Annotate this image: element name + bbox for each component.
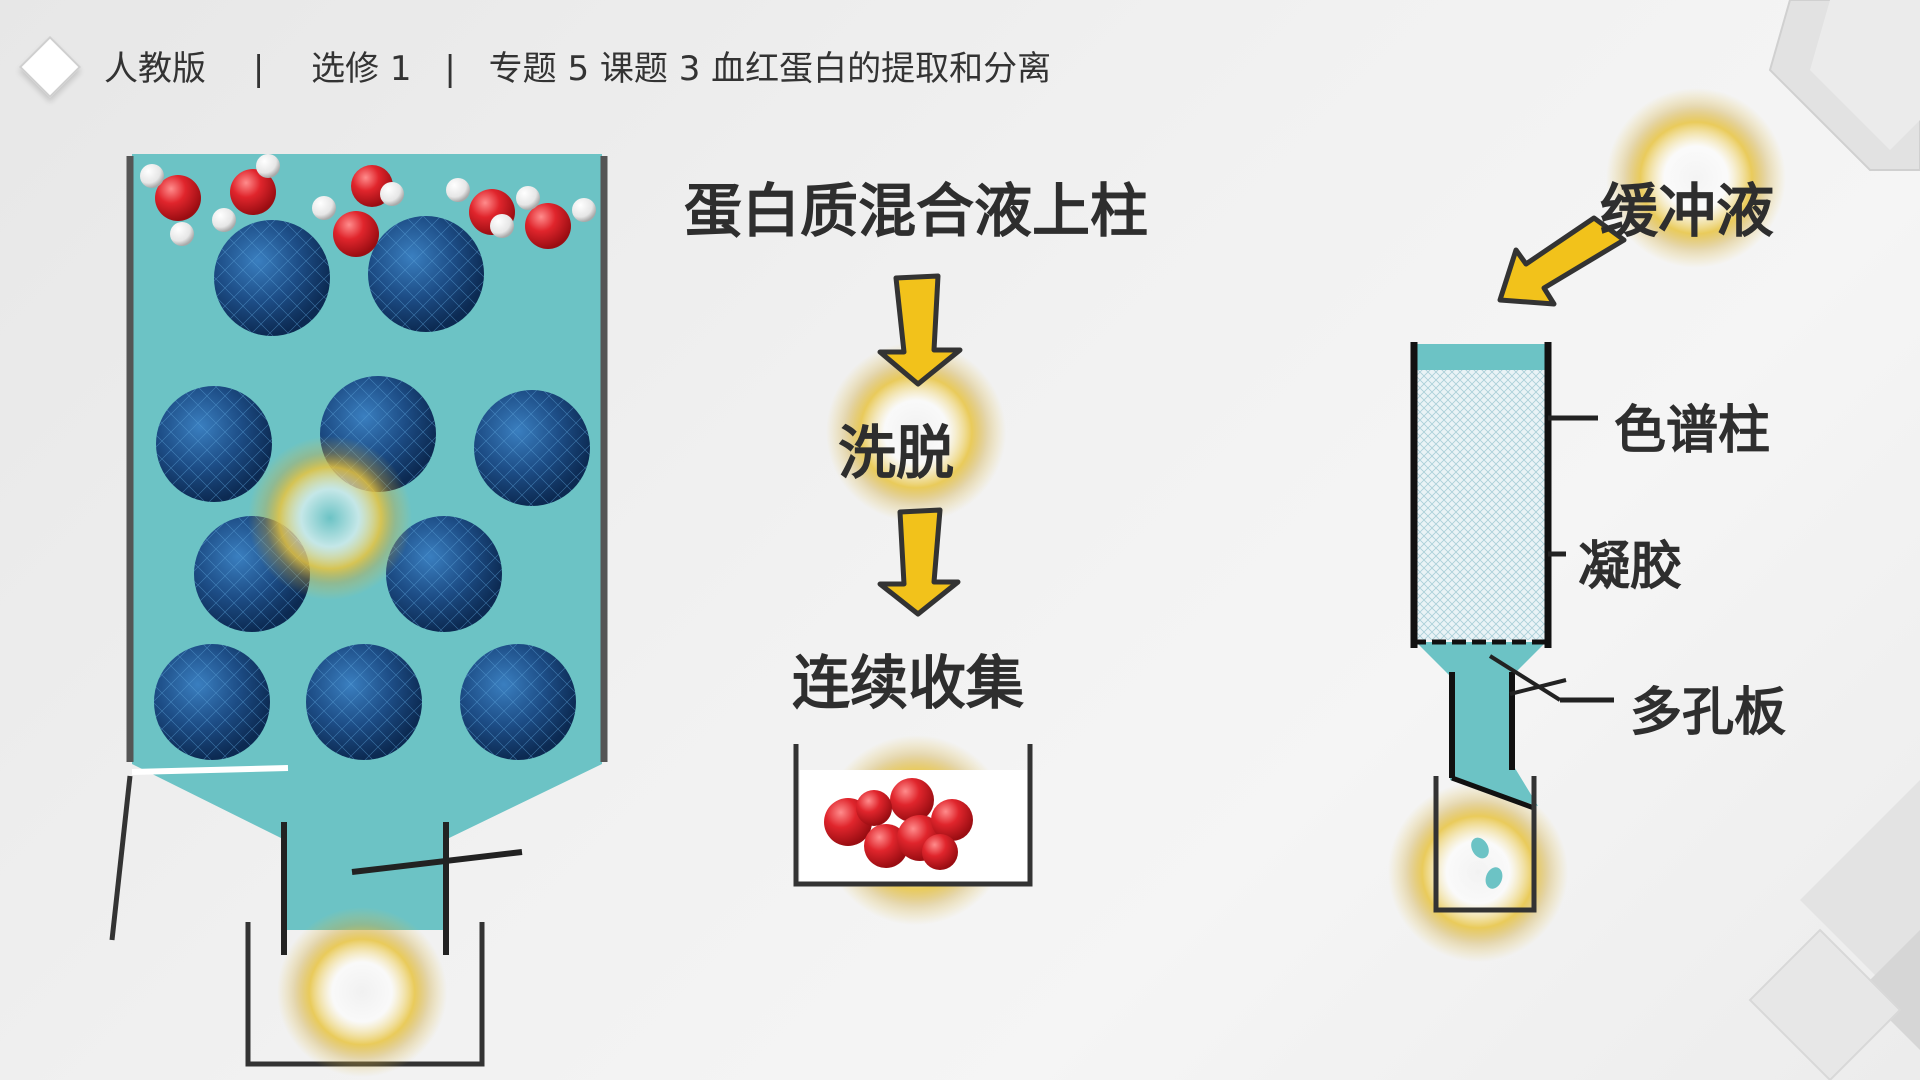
header-course: 选修 1 xyxy=(311,49,412,89)
gel-bead xyxy=(154,644,270,760)
header-separator-1: | xyxy=(252,49,265,89)
protein-molecules xyxy=(140,154,596,257)
small-column xyxy=(1410,215,1627,913)
collection-beaker xyxy=(793,744,1033,887)
gel-bead xyxy=(474,390,590,506)
header-publisher: 人教版 xyxy=(104,49,206,89)
gel-beads xyxy=(154,216,590,760)
step-elute-label: 洗脱 xyxy=(838,419,955,487)
gel-bead xyxy=(306,644,422,760)
gel-bead xyxy=(386,516,502,632)
header-separator-2: | xyxy=(444,49,456,89)
gel-bead xyxy=(214,220,330,336)
gel-bead xyxy=(368,216,484,332)
elute-arrow-bottom xyxy=(877,507,961,617)
gel-bead xyxy=(460,644,576,760)
breadcrumb: 人教版 | 选修 1 | 专题 5 课题 3 血红蛋白的提取和分离 xyxy=(104,36,1064,102)
gel-bead xyxy=(156,386,272,502)
gel-label: 凝胶 xyxy=(1578,537,1683,597)
header-topic: 专题 5 课题 3 血红蛋白的提取和分离 xyxy=(488,49,1052,89)
buffer-label: 缓冲液 xyxy=(1600,177,1775,245)
column-label: 色谱柱 xyxy=(1614,401,1771,461)
elute-arrow-top xyxy=(877,273,963,387)
step-collect-label: 连续收集 xyxy=(792,649,1025,717)
step-load-label: 蛋白质混合液上柱 xyxy=(684,177,1149,245)
plate-label: 多孔板 xyxy=(1630,683,1787,743)
